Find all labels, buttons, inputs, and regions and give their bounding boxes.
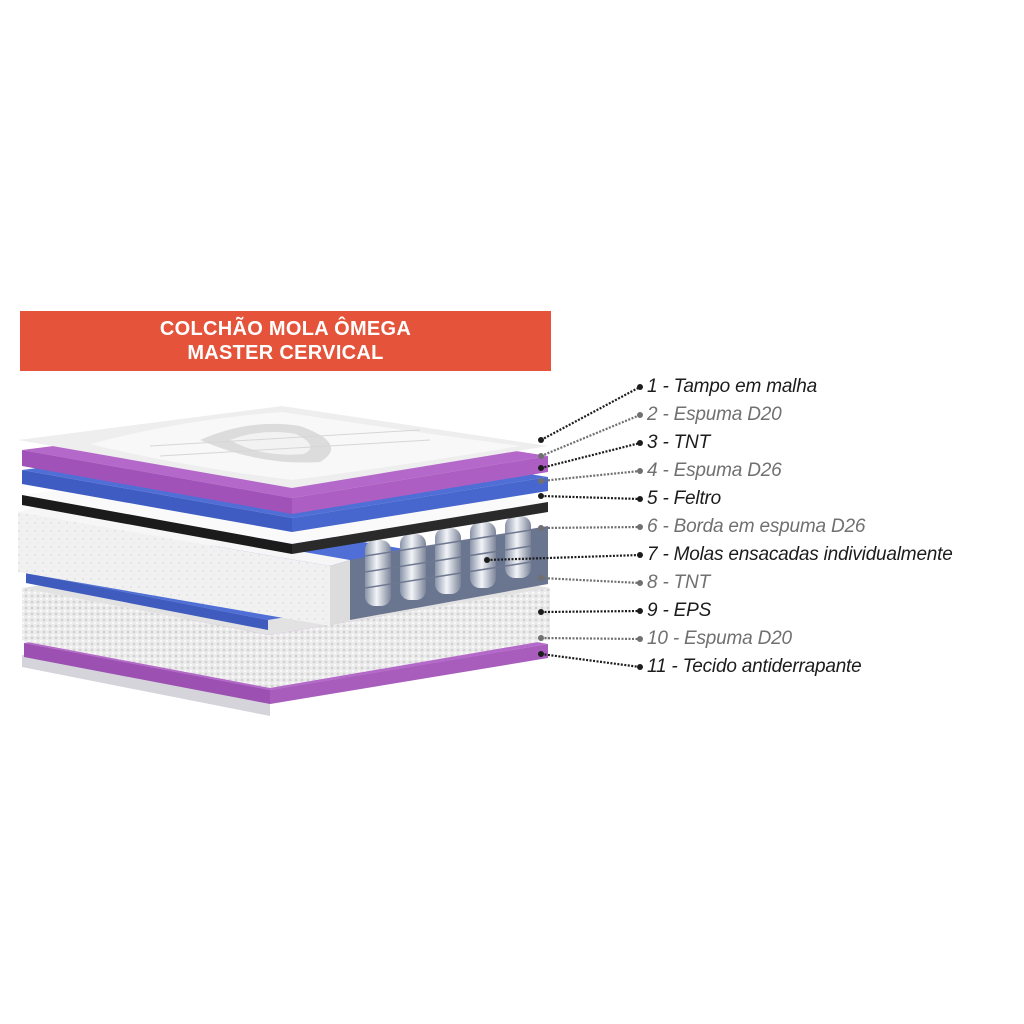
leader-dot-3-label xyxy=(637,440,643,446)
leader-dot-10-layer xyxy=(538,635,544,641)
leader-dot-8-layer xyxy=(538,575,544,581)
layer-label-5: 5 - Feltro xyxy=(647,488,722,509)
leader-dot-11-layer xyxy=(538,651,544,657)
leader-dot-6-label xyxy=(637,524,643,530)
layer-label-1: 1 - Tampo em malha xyxy=(647,376,817,397)
layer-label-7: 7 - Molas ensacadas individualmente xyxy=(647,544,953,565)
title-banner: COLCHÃO MOLA ÔMEGA MASTER CERVICAL xyxy=(20,311,551,371)
layer-label-6: 6 - Borda em espuma D26 xyxy=(647,516,866,537)
leader-dot-9-layer xyxy=(538,609,544,615)
title-line-2: MASTER CERVICAL xyxy=(187,342,384,364)
layer-tampo-malha xyxy=(18,406,548,488)
leader-line-11 xyxy=(540,652,641,669)
layer-label-3: 3 - TNT xyxy=(647,432,710,453)
leader-dot-5-label xyxy=(637,496,643,502)
leader-lines xyxy=(484,384,643,670)
leader-dot-2-label xyxy=(637,412,643,418)
leader-dot-1-label xyxy=(637,384,643,390)
leader-dot-2-layer xyxy=(538,453,544,459)
leader-line-7 xyxy=(486,553,641,562)
leader-dot-1-layer xyxy=(538,437,544,443)
leader-dot-5-layer xyxy=(538,493,544,499)
layer-borda-espuma xyxy=(18,506,350,626)
layer-label-9: 9 - EPS xyxy=(647,600,712,621)
leader-line-10 xyxy=(540,636,641,641)
layer-label-10: 10 - Espuma D20 xyxy=(647,628,792,649)
leader-line-8 xyxy=(540,576,641,585)
leader-dot-11-label xyxy=(637,664,643,670)
leader-line-2 xyxy=(540,413,641,458)
leader-line-6 xyxy=(540,525,641,530)
leader-line-1 xyxy=(540,386,641,441)
leader-line-3 xyxy=(540,441,641,470)
layer-label-11: 11 - Tecido antiderrapante xyxy=(647,656,862,677)
leader-dot-4-label xyxy=(637,468,643,474)
leader-line-4 xyxy=(540,469,641,483)
leader-dot-4-layer xyxy=(538,478,544,484)
layer-label-2: 2 - Espuma D20 xyxy=(647,404,782,425)
leader-dot-10-label xyxy=(637,636,643,642)
leader-line-9 xyxy=(540,609,641,614)
layer-label-8: 8 - TNT xyxy=(647,572,710,593)
leader-dot-7-label xyxy=(637,552,643,558)
leader-dot-8-label xyxy=(637,580,643,586)
leader-dot-6-layer xyxy=(538,525,544,531)
layer-label-4: 4 - Espuma D26 xyxy=(647,460,782,481)
leader-dot-7-layer xyxy=(484,557,490,563)
title-line-1: COLCHÃO MOLA ÔMEGA xyxy=(159,318,412,340)
spring-coils xyxy=(364,516,532,606)
layer-molas-ensacadas xyxy=(350,516,548,620)
leader-dot-3-layer xyxy=(538,465,544,471)
leader-dot-9-label xyxy=(637,608,643,614)
leader-line-5 xyxy=(540,494,641,501)
